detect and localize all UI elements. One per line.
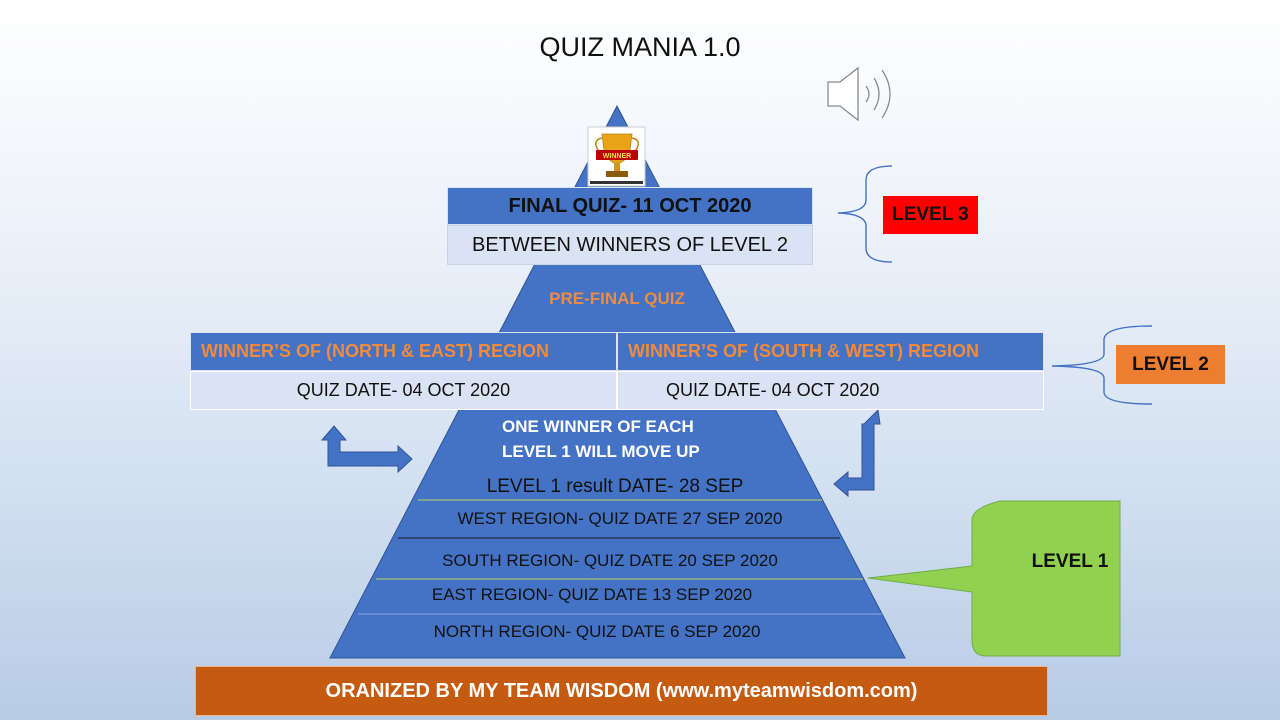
level1-badge-label: LEVEL 1 — [1031, 551, 1109, 572]
final-quiz-subtext: BETWEEN WINNERS OF LEVEL 2 — [447, 225, 813, 265]
level2-right-date-label: QUIZ DATE- 04 OCT 2020 — [666, 380, 880, 400]
level3-badge-label: LEVEL 3 — [892, 204, 969, 225]
move-up-line-1: ONE WINNER OF EACH — [502, 417, 694, 436]
level2-left-header-label: WINNER’S OF (NORTH & EAST) REGION — [201, 341, 549, 361]
level1-callout — [867, 500, 1121, 657]
page-title: QUIZ MANIA 1.0 — [539, 32, 741, 62]
level2-left-date-label: QUIZ DATE- 04 OCT 2020 — [296, 380, 511, 400]
west-region-date: WEST REGION- QUIZ DATE 27 SEP 2020 — [457, 509, 783, 528]
level2-brace — [1051, 325, 1153, 405]
south-region-date: SOUTH REGION- QUIZ DATE 20 SEP 2020 — [442, 551, 778, 570]
trophy-label: WINNER — [603, 153, 631, 160]
level3-brace — [837, 165, 893, 263]
organizer-footer: ORANIZED BY MY TEAM WISDOM (www.myteamwi… — [195, 666, 1048, 716]
east-region-date: EAST REGION- QUIZ DATE 13 SEP 2020 — [431, 585, 753, 604]
level2-badge-label: LEVEL 2 — [1132, 353, 1209, 375]
level1-result-date: LEVEL 1 result DATE- 28 SEP — [486, 476, 744, 497]
prefinal-quiz-label: PRE-FINAL QUIZ — [549, 289, 685, 308]
level3-badge: LEVEL 3 — [883, 196, 978, 234]
level2-right-date: QUIZ DATE- 04 OCT 2020 — [617, 371, 1044, 410]
north-region-date: NORTH REGION- QUIZ DATE 6 SEP 2020 — [433, 622, 761, 641]
speaker-icon[interactable] — [827, 66, 891, 122]
final-quiz-header: FINAL QUIZ- 11 OCT 2020 — [447, 187, 813, 225]
right-move-up-arrow — [833, 408, 881, 498]
level2-left-header: WINNER’S OF (NORTH & EAST) REGION — [190, 332, 617, 371]
final-quiz-label: FINAL QUIZ- 11 OCT 2020 — [508, 194, 752, 217]
final-quiz-subtext-label: BETWEEN WINNERS OF LEVEL 2 — [472, 233, 788, 256]
move-up-line-2: LEVEL 1 WILL MOVE UP — [502, 442, 700, 461]
level2-badge: LEVEL 2 — [1116, 345, 1225, 384]
level1-badge: LEVEL 1 — [1020, 548, 1120, 576]
trophy-icon: WINNER — [587, 126, 646, 187]
level2-right-header: WINNER’S OF (SOUTH & WEST) REGION — [617, 332, 1044, 371]
level2-right-header-label: WINNER’S OF (SOUTH & WEST) REGION — [628, 341, 979, 361]
organizer-footer-label: ORANIZED BY MY TEAM WISDOM (www.myteamwi… — [325, 679, 918, 702]
level2-left-date: QUIZ DATE- 04 OCT 2020 — [190, 371, 617, 410]
left-move-up-arrow — [320, 425, 413, 474]
